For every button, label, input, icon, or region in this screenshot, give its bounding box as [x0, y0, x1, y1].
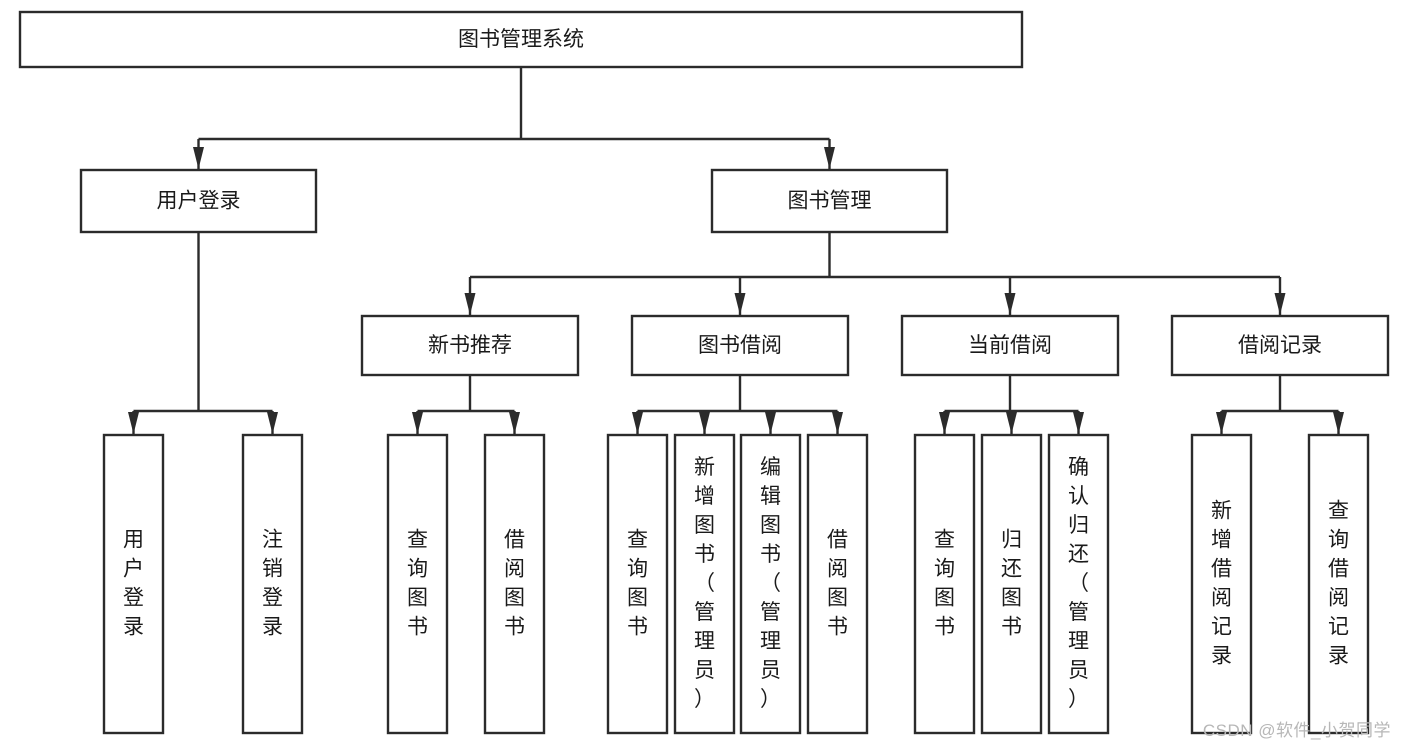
node-box-record-query [1307, 433, 1370, 735]
book-borrow-arrowhead-1 [699, 412, 710, 434]
node-box-root [18, 10, 1024, 69]
new-book-recommend-arrowhead-1 [509, 412, 520, 434]
node-box-user-login [79, 168, 318, 234]
borrow-record-arrowhead-0 [1216, 412, 1227, 434]
node-label-borrow-record: 借阅记录 [1238, 334, 1322, 357]
node-user-login[interactable]: 用户登录 [79, 168, 318, 234]
node-label-current-confirm-return: 确认归还（管理员） [1068, 456, 1089, 711]
node-root[interactable]: 图书管理系统 [18, 10, 1024, 69]
node-book-borrow[interactable]: 图书借阅 [630, 314, 850, 377]
node-box-record-add [1190, 433, 1253, 735]
node-box-recommend-borrow-book [483, 433, 546, 735]
node-box-user-login-logout [241, 433, 304, 735]
node-label-book-management: 图书管理 [788, 190, 872, 213]
node-current-confirm-return[interactable]: 确认归还（管理员） [1047, 433, 1110, 735]
book-management-arrowhead-0 [464, 293, 476, 315]
node-box-borrow-edit-book [739, 433, 802, 735]
node-current-borrow[interactable]: 当前借阅 [900, 314, 1120, 377]
node-label-current-return-book: 归还图书 [1001, 529, 1022, 639]
node-current-return-book[interactable]: 归还图书 [980, 433, 1043, 735]
book-management-arrowhead-3 [1274, 293, 1286, 315]
node-current-query-book[interactable]: 查询图书 [913, 433, 976, 735]
node-user-login-logout[interactable]: 注销登录 [241, 433, 304, 735]
book-management-arrowhead-2 [1004, 293, 1016, 315]
node-box-current-query-book [913, 433, 976, 735]
node-label-user-login: 用户登录 [157, 190, 241, 213]
node-borrow-record[interactable]: 借阅记录 [1170, 314, 1390, 377]
book-management-arrowhead-1 [734, 293, 746, 315]
current-borrow-arrowhead-2 [1073, 412, 1084, 434]
node-box-current-borrow [900, 314, 1120, 377]
node-box-current-confirm-return [1047, 433, 1110, 735]
root-arrowhead-0 [193, 147, 204, 169]
node-label-borrow-borrow-book: 借阅图书 [827, 529, 848, 639]
node-label-book-borrow: 图书借阅 [698, 334, 782, 357]
node-label-recommend-query-book: 查询图书 [407, 529, 428, 639]
node-borrow-borrow-book[interactable]: 借阅图书 [806, 433, 869, 735]
node-box-borrow-query-book [606, 433, 669, 735]
node-box-user-login-login [102, 433, 165, 735]
node-label-current-query-book: 查询图书 [934, 529, 955, 639]
node-label-recommend-borrow-book: 借阅图书 [504, 529, 525, 639]
book-borrow-arrowhead-3 [832, 412, 843, 434]
node-borrow-add-book[interactable]: 新增图书（管理员） [673, 433, 736, 735]
current-borrow-arrowhead-0 [939, 412, 950, 434]
borrow-record-arrowhead-1 [1333, 412, 1344, 434]
node-borrow-edit-book[interactable]: 编辑图书（管理员） [739, 433, 802, 735]
node-record-query[interactable]: 查询借阅记录 [1307, 433, 1370, 735]
nodes-layer: 图书管理系统用户登录用户登录注销登录图书管理新书推荐查询图书借阅图书图书借阅查询… [18, 10, 1390, 735]
node-recommend-query-book[interactable]: 查询图书 [386, 433, 449, 735]
node-label-borrow-edit-book: 编辑图书（管理员） [760, 456, 781, 711]
node-label-user-login-logout: 注销登录 [262, 529, 283, 639]
book-borrow-arrowhead-2 [765, 412, 776, 434]
node-user-login-login[interactable]: 用户登录 [102, 433, 165, 735]
node-borrow-query-book[interactable]: 查询图书 [606, 433, 669, 735]
node-label-user-login-login: 用户登录 [123, 529, 144, 639]
node-box-book-borrow [630, 314, 850, 377]
watermark-text: CSDN @软件_小贺同学 [1202, 721, 1391, 740]
node-label-borrow-add-book: 新增图书（管理员） [694, 456, 715, 711]
node-book-management[interactable]: 图书管理 [710, 168, 949, 234]
node-box-current-return-book [980, 433, 1043, 735]
user-login-arrowhead-0 [128, 412, 139, 434]
node-box-recommend-query-book [386, 433, 449, 735]
node-box-book-management [710, 168, 949, 234]
node-box-borrow-borrow-book [806, 433, 869, 735]
user-login-arrowhead-1 [267, 412, 278, 434]
node-recommend-borrow-book[interactable]: 借阅图书 [483, 433, 546, 735]
new-book-recommend-arrowhead-0 [412, 412, 423, 434]
node-box-new-book-recommend [360, 314, 580, 377]
node-box-borrow-add-book [673, 433, 736, 735]
node-label-record-query: 查询借阅记录 [1328, 500, 1349, 668]
node-label-current-borrow: 当前借阅 [968, 334, 1052, 357]
book-borrow-arrowhead-0 [632, 412, 643, 434]
node-label-record-add: 新增借阅记录 [1211, 500, 1232, 668]
node-record-add[interactable]: 新增借阅记录 [1190, 433, 1253, 735]
node-label-new-book-recommend: 新书推荐 [428, 334, 512, 357]
node-box-borrow-record [1170, 314, 1390, 377]
node-label-root: 图书管理系统 [458, 28, 584, 51]
node-label-borrow-query-book: 查询图书 [627, 529, 648, 639]
node-new-book-recommend[interactable]: 新书推荐 [360, 314, 580, 377]
root-arrowhead-1 [824, 147, 835, 169]
connectors-layer [128, 67, 1344, 434]
current-borrow-arrowhead-1 [1006, 412, 1017, 434]
